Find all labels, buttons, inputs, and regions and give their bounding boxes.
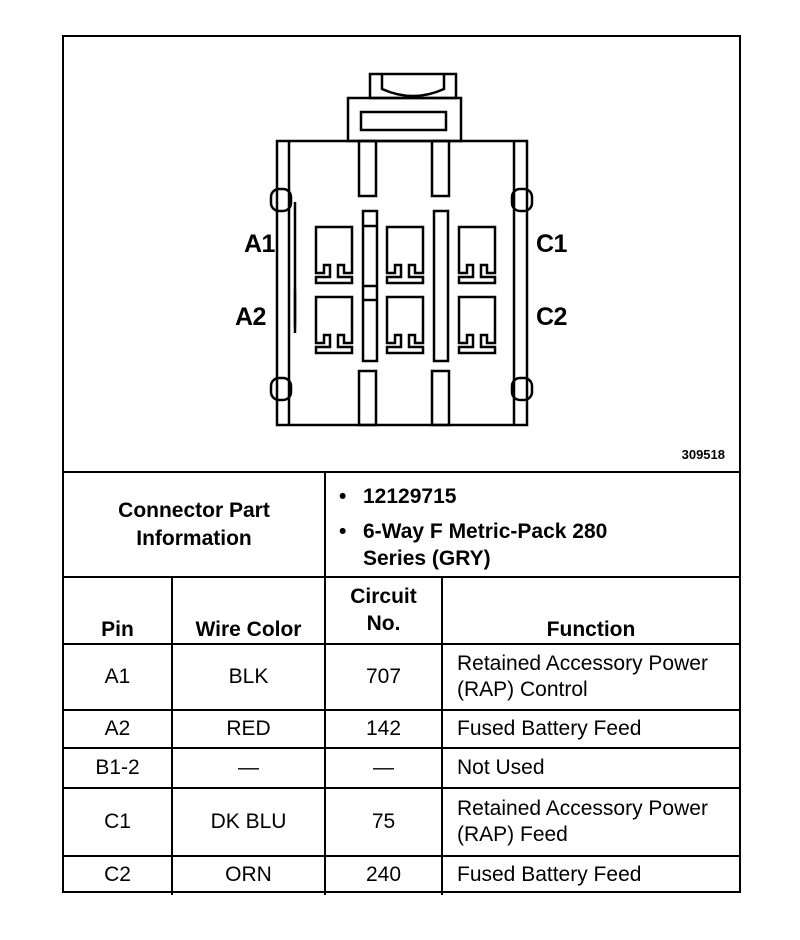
connector-type: 6-Way F Metric-Pack 280 Series (GRY) [363, 520, 608, 570]
divider [64, 787, 739, 789]
header-wire-color: Wire Color [195, 618, 302, 641]
pin-label-c2: C2 [536, 303, 567, 331]
divider [64, 471, 739, 473]
connector-info-item: • 12129715 [339, 483, 623, 510]
cell-function: Retained Accessory Power (RAP) Feed [457, 797, 708, 846]
bullet-mark: • [339, 485, 347, 508]
cell-wire-color: — [238, 756, 259, 779]
divider [324, 471, 326, 577]
divider [64, 709, 739, 711]
cell-wire-color: DK BLU [210, 810, 287, 833]
divider [64, 576, 739, 578]
divider [171, 576, 173, 895]
cell-function: Not Used [457, 756, 545, 779]
figure-id: 309518 [681, 447, 725, 462]
connector-diagram: A1 A2 C1 C2 309518 [64, 37, 739, 471]
cell-circuit: 707 [365, 665, 402, 688]
connector-info-item: • 6-Way F Metric-Pack 280 Series (GRY) [339, 518, 623, 572]
connector-info-list: • 12129715 • 6-Way F Metric-Pack 280 Ser… [339, 483, 623, 572]
connector-info-label: Connector Part Information [118, 499, 270, 550]
connector-face-drawing [269, 72, 534, 427]
divider [64, 747, 739, 749]
divider [64, 643, 739, 645]
pin-label-c1: C1 [536, 230, 567, 258]
header-circuit: Circuit No. [350, 585, 417, 635]
cell-function: Fused Battery Feed [457, 863, 642, 886]
cell-pin: B1-2 [95, 756, 140, 779]
connector-body [275, 139, 529, 427]
pin-label-a1: A1 [244, 230, 275, 258]
cell-wire-color: ORN [225, 863, 272, 886]
terminal-cavities [314, 225, 497, 355]
divider [441, 576, 443, 895]
cell-wire-color: RED [226, 717, 271, 740]
cell-function: Retained Accessory Power (RAP) Control [457, 652, 708, 701]
latch-body [346, 96, 463, 143]
part-number: 12129715 [363, 485, 457, 508]
cell-pin: A1 [104, 665, 131, 688]
latch-hook [380, 74, 446, 98]
cell-pin: C1 [104, 810, 131, 833]
divider [64, 855, 739, 857]
connector-sheet: A1 A2 C1 C2 309518 Connector Part Inform… [62, 35, 741, 895]
bullet-mark: • [339, 520, 347, 543]
header-pin: Pin [101, 618, 134, 641]
header-function: Function [546, 618, 636, 641]
cell-circuit: — [373, 756, 394, 779]
cell-wire-color: BLK [228, 665, 269, 688]
cell-circuit: 75 [371, 810, 396, 833]
cell-circuit: 240 [365, 863, 402, 886]
pin-label-a2: A2 [235, 303, 266, 331]
divider [324, 576, 326, 895]
cell-pin: A2 [104, 717, 131, 740]
cell-circuit: 142 [365, 717, 402, 740]
cell-pin: C2 [104, 863, 131, 886]
cell-function: Fused Battery Feed [457, 717, 642, 740]
